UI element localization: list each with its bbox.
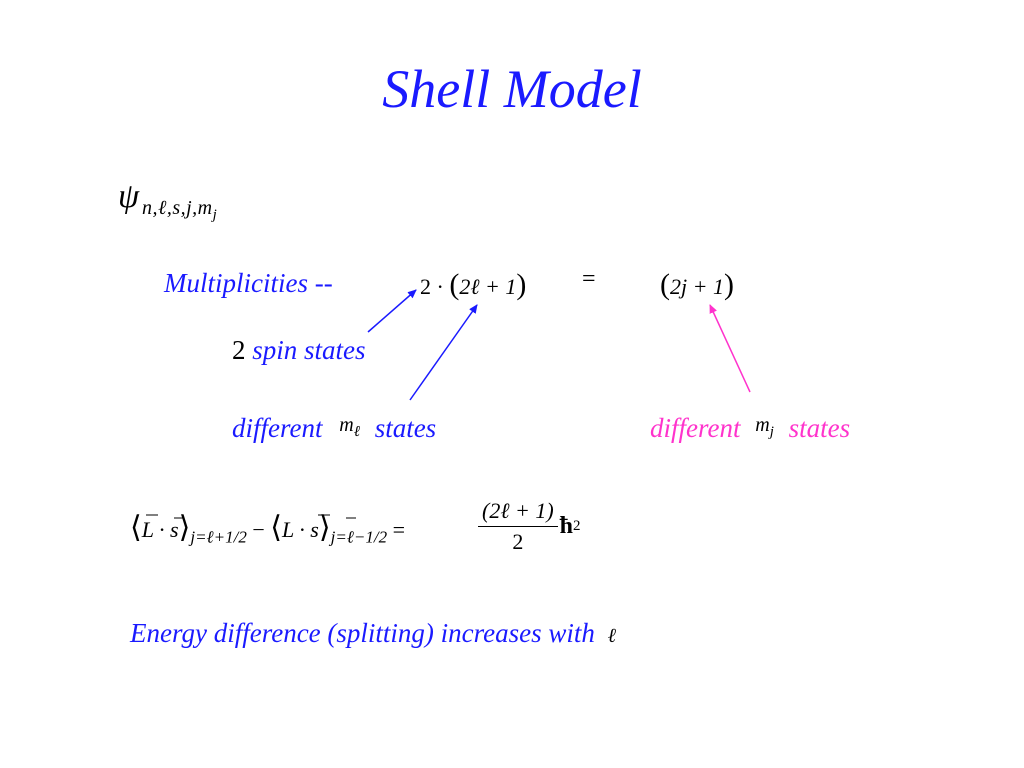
ls-sub-2: j=ℓ−1/2	[330, 527, 388, 547]
minus-sign: −	[246, 517, 271, 542]
fraction-numerator: (2ℓ + 1)	[482, 498, 554, 523]
ls-term-2: L · s	[281, 517, 319, 542]
energy-difference-statement: Energy difference (splitting) increases …	[130, 618, 616, 649]
slide-title: Shell Model	[382, 59, 642, 119]
psi-subscript: n,ℓ,s,j,mj	[142, 197, 217, 224]
different-ml-states-annotation: different mℓ states	[232, 413, 436, 447]
fraction: (2ℓ + 1) 2	[478, 498, 558, 555]
fraction-bar	[478, 526, 558, 527]
multiplicity-right-expression: (2j + 1)	[660, 268, 734, 302]
hbar-symbol: ħ	[559, 513, 574, 539]
bracket-close-2: ⟩	[318, 511, 331, 544]
bracket-open-1: ⟨	[130, 511, 142, 544]
mj-sym: m	[755, 414, 770, 436]
spin-text: spin states	[252, 335, 366, 365]
mult-left-pre: 2 ·	[420, 274, 450, 299]
spin-number: 2	[232, 335, 246, 365]
energy-text: Energy difference (splitting) increases …	[130, 618, 595, 648]
mj-sub: j	[769, 424, 774, 440]
arrow-spin-to-2	[367, 289, 417, 333]
multiplicity-left-expression: 2 · (2ℓ + 1)	[420, 268, 526, 302]
ls-expectation-equation: ⟨L · s⟩j=ℓ+1/2 − ⟨L · s⟩j=ℓ−1/2 =	[130, 510, 405, 547]
fraction-denominator: 2	[512, 529, 524, 554]
mj-pre: different	[650, 413, 741, 443]
ml-post: states	[374, 413, 437, 443]
arrow-mj-to-2j1	[709, 304, 751, 393]
ml-pre: different	[232, 413, 323, 443]
energy-l-symbol: ℓ	[607, 625, 616, 647]
bracket-open-2: ⟨	[270, 511, 282, 544]
mult-right-inner: 2j + 1	[670, 274, 724, 299]
mult-right-open-paren: (	[660, 268, 670, 301]
ls-equals: =	[387, 517, 405, 542]
psi-subscript-text: n,ℓ,s,j,m	[142, 197, 213, 219]
psi-symbol: ψ	[118, 178, 140, 215]
ml-symbol: mℓ	[339, 414, 360, 440]
mult-left-inner: 2ℓ + 1	[459, 274, 517, 299]
bracket-close-1: ⟩	[178, 511, 191, 544]
different-mj-states-annotation: different mj states	[650, 413, 850, 447]
mj-symbol: mj	[755, 414, 774, 440]
ml-sym: m	[339, 414, 354, 436]
mult-left-open-paren: (	[449, 268, 460, 301]
hbar-power: 2	[573, 518, 581, 534]
equals-sign: =	[582, 266, 596, 292]
ml-sub: ℓ	[353, 424, 360, 440]
ls-term-1: L · s	[141, 517, 179, 542]
arrow-ml-to-2l1	[409, 304, 478, 401]
spin-states-annotation: 2 spin states	[232, 335, 366, 366]
psi-subscript-j: j	[212, 207, 218, 223]
mult-right-close-paren: )	[723, 268, 734, 301]
multiplicities-label: Multiplicities --	[164, 268, 333, 298]
mult-left-close-paren: )	[516, 268, 527, 301]
mj-post: states	[788, 413, 851, 443]
ls-sub-1: j=ℓ+1/2	[190, 527, 247, 547]
